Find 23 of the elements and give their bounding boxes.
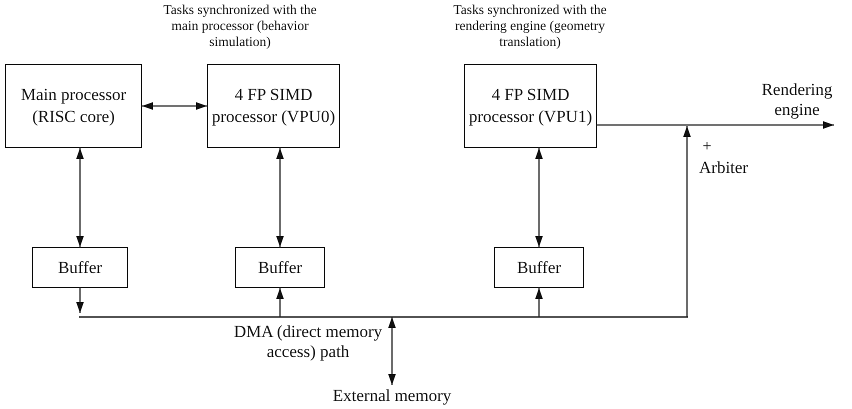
- buffer-box: Buffer: [32, 247, 128, 288]
- buffer-box: Buffer: [494, 247, 584, 288]
- bus-caption: DMA (direct memory access) path: [232, 322, 384, 363]
- arrow: [597, 121, 834, 129]
- heading-note: Tasks synchronized with the main processor (behavior simulation): [162, 2, 318, 51]
- arrow: [535, 148, 543, 247]
- arrow: [76, 148, 84, 247]
- arrow: [276, 288, 284, 317]
- arrow: [535, 288, 543, 317]
- heading-note: Tasks synchronized with the rendering engine (geometry translation): [452, 2, 608, 51]
- processor-box: 4 FP SIMD processor (VPU1): [464, 64, 597, 148]
- arrow: [683, 126, 691, 317]
- arrow: [388, 317, 396, 385]
- plus-sign: +: [701, 137, 713, 156]
- bus-line: [79, 313, 688, 321]
- arrow: [142, 102, 207, 110]
- output-label: Rendering engine: [752, 80, 842, 120]
- processor-box: 4 FP SIMD processor (VPU0): [207, 64, 340, 148]
- processor-box: Main processor (RISC core): [5, 64, 142, 148]
- arrow: [276, 148, 284, 247]
- memory-label: External memory: [322, 385, 462, 407]
- buffer-box: Buffer: [235, 247, 325, 288]
- arrow: [76, 288, 84, 313]
